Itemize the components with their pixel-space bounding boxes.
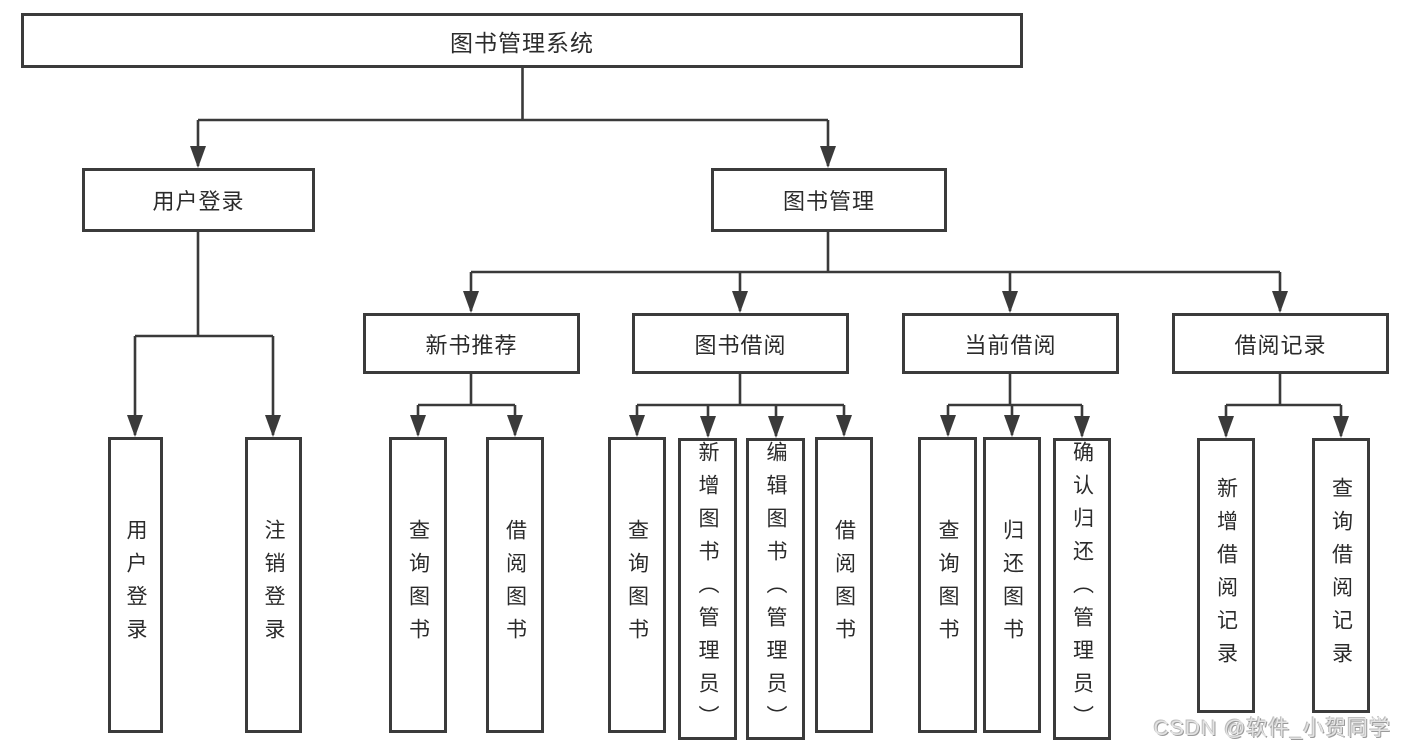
node-label: 借阅图书 xyxy=(832,519,856,651)
node-new-book-recommend: 新书推荐 xyxy=(363,313,580,374)
node-label: 新增图书（管理员） xyxy=(696,441,719,738)
node-label: 查询图书 xyxy=(625,519,649,651)
node-label: 确认归还（管理员） xyxy=(1070,441,1094,738)
node-borrowing-records: 借阅记录 xyxy=(1172,313,1389,374)
leaf-current-return-book: 归还图书 xyxy=(983,437,1041,733)
node-label: 借阅图书 xyxy=(503,519,527,651)
leaf-current-confirm-return-admin: 确认归还（管理员） xyxy=(1053,438,1111,740)
leaf-user-login: 用户登录 xyxy=(108,437,163,733)
leaf-records-add-record: 新增借阅记录 xyxy=(1197,438,1255,713)
leaf-borrowing-borrow-book: 借阅图书 xyxy=(815,437,873,733)
leaf-borrowing-edit-book-admin: 编辑图书（管理员） xyxy=(746,438,805,740)
node-label: 新书推荐 xyxy=(425,332,518,358)
node-label: 图书管理 xyxy=(782,189,875,214)
node-label: 注销登录 xyxy=(262,519,285,651)
leaf-logout: 注销登录 xyxy=(245,437,302,733)
node-label: 查询借阅记录 xyxy=(1329,476,1353,675)
node-current-borrowing: 当前借阅 xyxy=(902,313,1119,374)
leaf-records-query-record: 查询借阅记录 xyxy=(1312,438,1370,713)
leaf-current-query-book: 查询图书 xyxy=(918,437,977,733)
leaf-recommend-borrow-book: 借阅图书 xyxy=(486,437,544,733)
node-book-management: 图书管理 xyxy=(711,168,947,232)
node-label: 用户登录 xyxy=(124,519,147,651)
node-label: 查询图书 xyxy=(936,519,959,651)
node-book-borrowing: 图书借阅 xyxy=(632,313,849,374)
node-root-library-system: 图书管理系统 xyxy=(21,13,1023,68)
node-label: 借阅记录 xyxy=(1234,332,1327,358)
leaf-borrowing-add-book-admin: 新增图书（管理员） xyxy=(678,438,737,740)
arrowhead-icons xyxy=(127,146,1349,438)
node-label: 图书管理系统 xyxy=(450,29,594,56)
leaf-recommend-query-book: 查询图书 xyxy=(389,437,447,733)
node-label: 新增借阅记录 xyxy=(1214,476,1238,675)
node-label: 图书借阅 xyxy=(694,332,787,358)
csdn-watermark: CSDN @软件_小贺同学 xyxy=(1153,717,1391,740)
node-label: 查询图书 xyxy=(406,519,430,651)
leaf-borrowing-query-book: 查询图书 xyxy=(608,437,666,733)
node-label: 编辑图书（管理员） xyxy=(764,441,787,738)
node-label: 归还图书 xyxy=(1000,519,1024,651)
node-user-login: 用户登录 xyxy=(82,168,315,232)
node-label: 当前借阅 xyxy=(964,332,1057,358)
node-label: 用户登录 xyxy=(152,189,245,214)
